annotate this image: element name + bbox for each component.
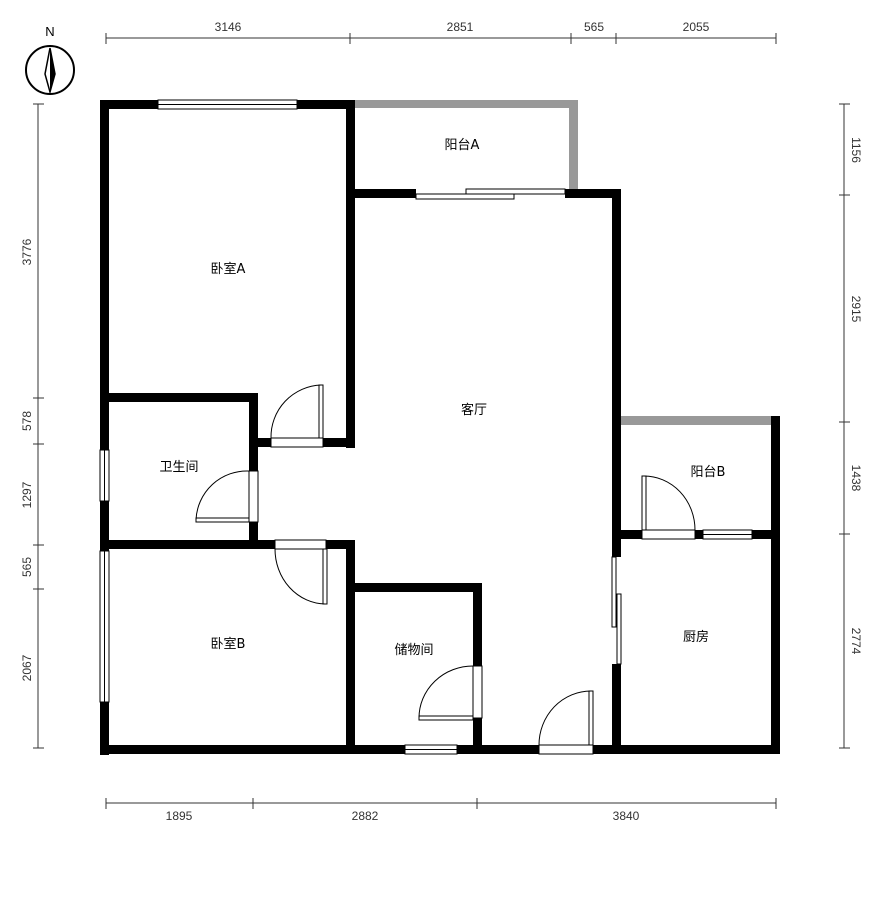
- dim-left-2: 578: [20, 411, 34, 431]
- room-label-bedroom-a: 卧室A: [211, 261, 246, 277]
- sliding-door-balcony-a: [415, 188, 566, 200]
- north-label: N: [45, 24, 54, 39]
- room-label-bedroom-b: 卧室B: [211, 636, 246, 652]
- dimension-lines: [33, 33, 850, 809]
- room-label-storage: 储物间: [394, 643, 433, 658]
- room-labels: 卧室A 阳台A 客厅 卫生间 卧室B 储物间 阳台B 厨房: [159, 138, 725, 658]
- door-bathroom: [195, 470, 259, 523]
- dim-bottom-1: 1895: [166, 809, 193, 823]
- dim-left-1: 3776: [20, 238, 34, 265]
- dim-right-3: 1438: [849, 465, 863, 492]
- walls: [100, 100, 780, 755]
- dim-left-5: 2067: [20, 654, 34, 681]
- room-label-living-room: 客厅: [461, 402, 487, 418]
- dim-bottom-3: 3840: [613, 809, 640, 823]
- dim-top-1: 3146: [215, 20, 242, 34]
- door-bedroom-a: [270, 384, 324, 448]
- door-balcony-b: [641, 475, 696, 540]
- windows: [99, 99, 753, 755]
- dim-bottom-2: 2882: [352, 809, 379, 823]
- door-storage: [418, 665, 483, 721]
- dim-top-2: 2851: [447, 20, 474, 34]
- door-entrance: [538, 690, 594, 755]
- dim-top-4: 2055: [683, 20, 710, 34]
- dim-right-4: 2774: [849, 628, 863, 655]
- room-label-bathroom: 卫生间: [159, 460, 198, 475]
- north-compass-icon: N: [25, 24, 75, 95]
- dimension-labels: 3146 2851 565 2055 1895 2882 3840 3776 5…: [20, 20, 863, 823]
- dim-left-4: 565: [20, 557, 34, 577]
- room-label-balcony-a: 阳台A: [445, 138, 480, 153]
- room-label-balcony-b: 阳台B: [691, 465, 726, 480]
- doors: [195, 384, 696, 755]
- dim-right-2: 2915: [849, 296, 863, 323]
- sliding-door-kitchen: [611, 556, 622, 665]
- room-label-kitchen: 厨房: [683, 629, 709, 645]
- door-bedroom-b: [274, 539, 328, 605]
- dim-left-3: 1297: [20, 481, 34, 508]
- dim-top-3: 565: [584, 20, 604, 34]
- dim-right-1: 1156: [849, 137, 863, 163]
- balcony-railings: [350, 100, 780, 425]
